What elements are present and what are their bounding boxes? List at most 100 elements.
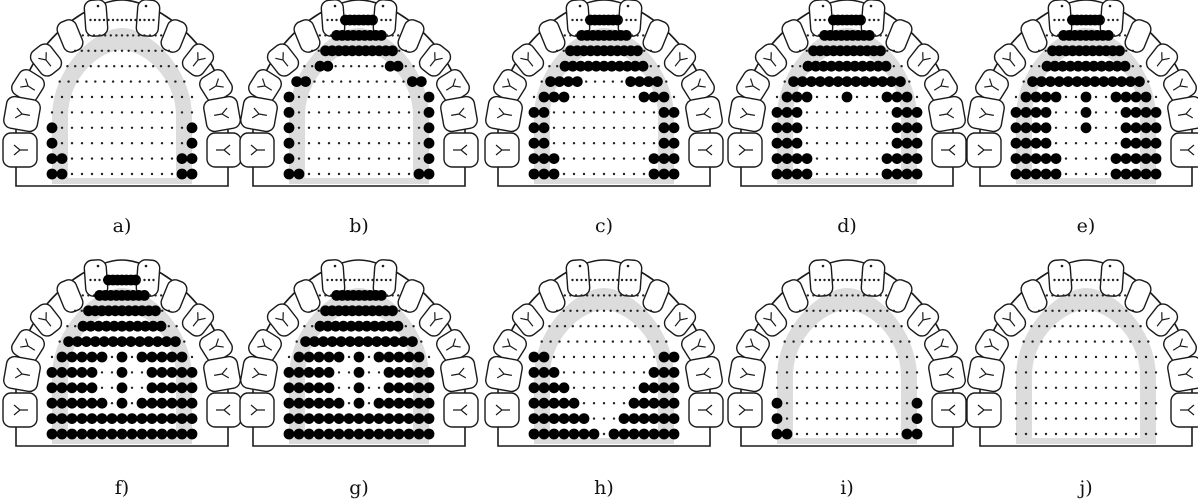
electrode-dot [665, 80, 667, 82]
electrode-dot [111, 402, 113, 404]
electrode-dot [567, 340, 569, 342]
tooth [202, 95, 241, 132]
electrode-dot [621, 279, 623, 281]
contact-dot [1151, 153, 1162, 164]
electrode-dot [906, 371, 908, 373]
electrode-dot [338, 127, 340, 129]
electrode-dot [594, 340, 596, 342]
electrode-dot [93, 34, 95, 36]
electrode-dot [846, 417, 848, 419]
electrode-dot [1112, 340, 1114, 342]
contact-dot [639, 92, 650, 103]
contact-dot [156, 321, 167, 332]
contact-dot [802, 169, 813, 180]
electrode-dot [857, 294, 859, 296]
contact-dot [1141, 169, 1152, 180]
contact-dot [294, 398, 305, 409]
electrode-dot [1065, 310, 1067, 312]
electrode-dot [1085, 173, 1087, 175]
electrode-dot [334, 65, 336, 67]
electrode-dot [856, 111, 858, 113]
electrode-dot [564, 294, 566, 296]
contact-dot [802, 92, 813, 103]
contact-dot [117, 429, 128, 440]
electrode-dot [1015, 356, 1017, 358]
reference-mark [97, 265, 100, 268]
electrode-dot [594, 279, 596, 281]
tooth-crown [136, 0, 160, 37]
tooth [484, 95, 523, 132]
electrode-dot [156, 80, 158, 82]
electrode-dot [1147, 80, 1149, 82]
electrode-dot [1055, 356, 1057, 358]
electrode-dot [576, 19, 578, 21]
electrode-dot [1015, 96, 1017, 98]
electrode-dot [1139, 325, 1141, 327]
electrode-dot [906, 417, 908, 419]
electrode-dot [1145, 402, 1147, 404]
contact-dot [304, 352, 315, 363]
electrode-dot [168, 50, 170, 52]
contact-dot [882, 153, 893, 164]
contact-dot [659, 107, 670, 118]
contact-dot [669, 382, 680, 393]
electrode-dot [141, 127, 143, 129]
electrode-dot [121, 80, 123, 82]
contact-dot [57, 367, 68, 378]
electrode-dot [94, 80, 96, 82]
electrode-dot [318, 173, 320, 175]
contact-dot [569, 413, 580, 424]
electrode-dot [1090, 294, 1092, 296]
contact-dot [1121, 169, 1132, 180]
electrode-dot [121, 173, 123, 175]
electrode-dot [1098, 310, 1100, 312]
contact-dot [529, 352, 540, 363]
electrode-dot [855, 279, 857, 281]
electrode-dot [585, 80, 587, 82]
contact-dot [1041, 92, 1052, 103]
electrode-dot [1051, 294, 1053, 296]
electrode-dot [564, 325, 566, 327]
electrode-dot [161, 173, 163, 175]
contact-dot [1041, 153, 1052, 164]
contact-dot [529, 107, 540, 118]
contact-dot [177, 352, 188, 363]
contact-dot [384, 398, 395, 409]
electrode-dot [810, 340, 812, 342]
electrode-dot [1055, 417, 1057, 419]
contact-dot [659, 352, 670, 363]
contact-dot [902, 169, 913, 180]
electrode-dot [91, 111, 93, 113]
electrode-dot [586, 294, 588, 296]
tooth [444, 393, 478, 427]
electrode-dot [358, 127, 360, 129]
electrode-dot [612, 80, 614, 82]
contact-dot [1131, 153, 1142, 164]
electrode-dot [1105, 142, 1107, 144]
contact-dot [1121, 122, 1132, 133]
electrode-dot [916, 387, 918, 389]
palatogram-panel: f) [2, 259, 241, 499]
electrode-dot [650, 65, 652, 67]
electrode-dot [388, 173, 390, 175]
electrode-dot [1045, 402, 1047, 404]
contact-dot [177, 367, 188, 378]
electrode-dot [90, 65, 92, 67]
panel-label: e) [1077, 215, 1096, 237]
contact-dot [187, 367, 198, 378]
electrode-dot [138, 34, 140, 36]
electrode-dot [149, 294, 151, 296]
electrode-dot [362, 279, 364, 281]
electrode-dot [405, 50, 407, 52]
contact-dot [294, 429, 305, 440]
electrode-dot [603, 417, 605, 419]
contact-dot [912, 107, 923, 118]
electrode-dot [71, 96, 73, 98]
contact-dot [47, 382, 58, 393]
contact-dot [529, 398, 540, 409]
electrode-dot [161, 127, 163, 129]
contact-dot [1121, 107, 1132, 118]
electrode-dot [854, 325, 856, 327]
electrode-dot [638, 340, 640, 342]
electrode-dot [1065, 157, 1067, 159]
